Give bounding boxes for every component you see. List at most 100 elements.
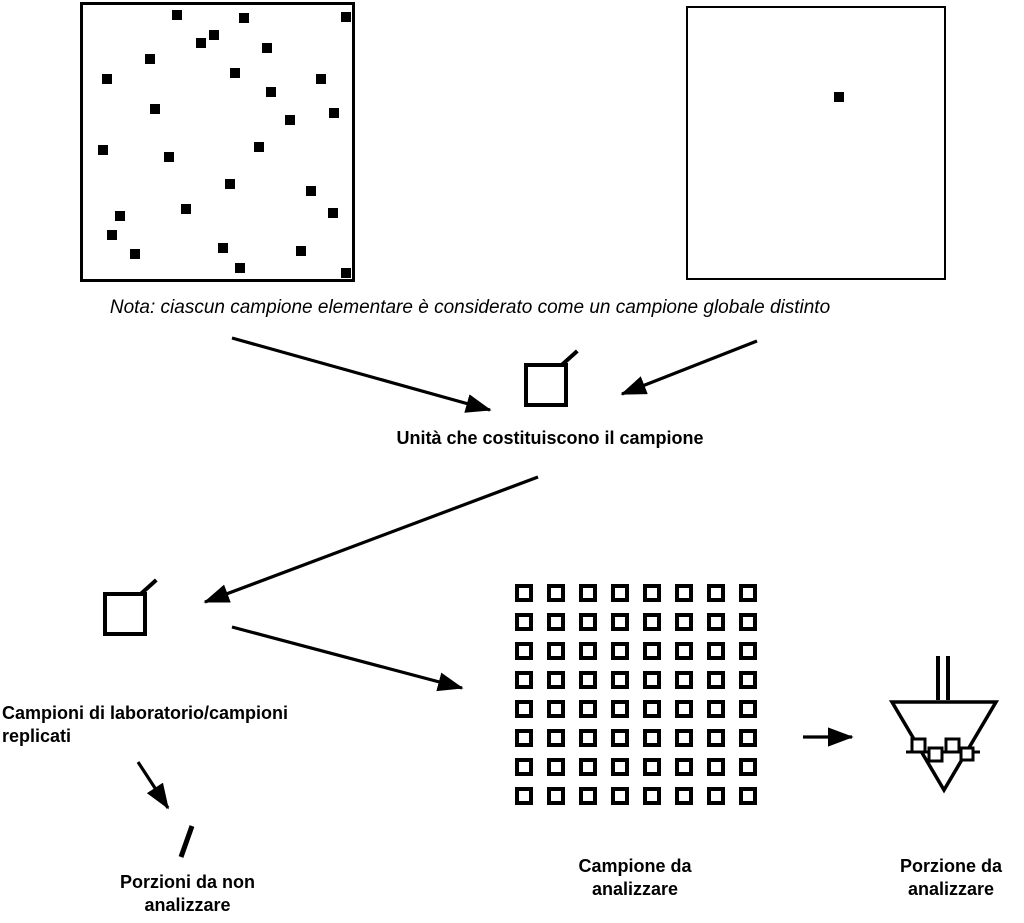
sample-dot xyxy=(306,185,317,196)
grid-sample-square xyxy=(515,787,533,805)
portion-to-analyze-label: Porzione da analizzare xyxy=(899,856,1002,900)
grid-sample-square xyxy=(739,758,757,776)
sample-dot xyxy=(229,68,240,79)
grid-sample-square xyxy=(547,729,565,747)
grid-sample-square xyxy=(611,787,629,805)
sample-tag-icon xyxy=(560,349,579,367)
sample-dot xyxy=(209,29,220,40)
sample-unit-icon xyxy=(524,349,579,407)
grid-sample-square xyxy=(643,613,661,631)
grid-sample-square xyxy=(739,729,757,747)
grid-sample-square xyxy=(643,758,661,776)
grid-sample-square xyxy=(675,729,693,747)
sample-dot xyxy=(180,203,191,214)
grid-sample-square xyxy=(707,584,725,602)
grid-sample-square xyxy=(675,642,693,660)
grid-sample-square xyxy=(739,613,757,631)
sample-dot xyxy=(234,262,245,273)
grid-sample-square xyxy=(675,584,693,602)
grid-sample-square xyxy=(515,613,533,631)
grid-sample-square xyxy=(611,613,629,631)
sample-dot xyxy=(341,11,352,22)
sample-dot xyxy=(144,54,155,65)
grid-sample-square xyxy=(515,584,533,602)
arrow-lab-sample-to-discard xyxy=(136,761,170,810)
grid-sample-square xyxy=(611,671,629,689)
grid-sample-square xyxy=(643,671,661,689)
sample-dot xyxy=(327,207,338,218)
grid-sample-square xyxy=(643,642,661,660)
grid-sample-square xyxy=(707,758,725,776)
sample-dot xyxy=(239,13,250,24)
sample-dot xyxy=(97,144,108,155)
grid-sample-square xyxy=(675,700,693,718)
sample-dot xyxy=(284,114,295,125)
grid-sample-square xyxy=(611,729,629,747)
sample-dot xyxy=(130,248,141,259)
grid-sample-square xyxy=(515,729,533,747)
grid-sample-square xyxy=(611,584,629,602)
grid-sample-square xyxy=(739,787,757,805)
arrow-rightbox-to-unit xyxy=(620,339,758,396)
grid-sample-square xyxy=(707,729,725,747)
grid-sample-square xyxy=(547,700,565,718)
note-text: Nota: ciascun campione elementare è cons… xyxy=(109,297,831,318)
grid-sample-square xyxy=(579,700,597,718)
sample-to-analyze-label: Campione da analizzare xyxy=(578,856,692,900)
grid-sample-square xyxy=(579,729,597,747)
grid-sample-square xyxy=(611,642,629,660)
grid-sample-square xyxy=(547,758,565,776)
bulk-lot-box xyxy=(80,2,355,282)
grid-sample-square xyxy=(547,671,565,689)
grid-sample-square xyxy=(515,758,533,776)
grid-sample-square xyxy=(547,642,565,660)
scattered-samples-layer xyxy=(83,5,352,279)
grid-sample-square xyxy=(547,613,565,631)
grid-sample-square xyxy=(547,584,565,602)
sample-dot xyxy=(265,87,276,98)
grid-sample-square xyxy=(739,671,757,689)
grid-sample-square xyxy=(515,671,533,689)
grid-sample-square xyxy=(739,642,757,660)
grid-sample-square xyxy=(579,584,597,602)
grid-sample-square xyxy=(675,787,693,805)
laboratory-sample-icon xyxy=(103,578,158,636)
units-label: Unità che costituiscono il campione xyxy=(396,428,704,448)
sample-dot xyxy=(101,73,112,84)
sample-dot xyxy=(217,243,228,254)
grid-sample-square xyxy=(739,584,757,602)
grid-sample-square xyxy=(579,613,597,631)
sample-dot xyxy=(261,43,272,54)
funnel-icon xyxy=(888,656,1000,794)
grid-sample-square xyxy=(675,758,693,776)
sample-dot xyxy=(254,142,265,152)
single-sample-box xyxy=(686,6,946,280)
sample-dot xyxy=(833,91,844,102)
grid-sample-square xyxy=(611,758,629,776)
portions-not-analyzed-label: Porzioni da non analizzare xyxy=(120,872,255,916)
grid-sample-square xyxy=(643,584,661,602)
arrow-lab-sample-to-grid xyxy=(231,625,464,692)
grid-sample-square xyxy=(515,642,533,660)
grid-sample-square xyxy=(515,700,533,718)
grid-sample-square xyxy=(579,758,597,776)
grid-sample-square xyxy=(579,671,597,689)
grid-sample-square xyxy=(675,613,693,631)
grid-sample-square xyxy=(739,700,757,718)
slash-mark-icon xyxy=(178,825,195,858)
grid-sample-square xyxy=(707,671,725,689)
sample-dot xyxy=(195,37,206,48)
sample-dot xyxy=(107,229,118,240)
grid-sample-square xyxy=(707,642,725,660)
sample-dot xyxy=(341,268,352,279)
sample-dot xyxy=(171,10,182,21)
arrow-unit-to-lab-sample xyxy=(203,475,539,604)
sample-dot xyxy=(115,210,126,221)
sample-dot xyxy=(329,107,340,118)
grid-sample-square xyxy=(643,729,661,747)
grid-sample-square xyxy=(579,642,597,660)
grid-sample-square xyxy=(707,787,725,805)
grid-sample-square xyxy=(643,700,661,718)
sample-dot xyxy=(163,151,174,162)
arrow-leftbox-to-unit xyxy=(231,336,492,413)
